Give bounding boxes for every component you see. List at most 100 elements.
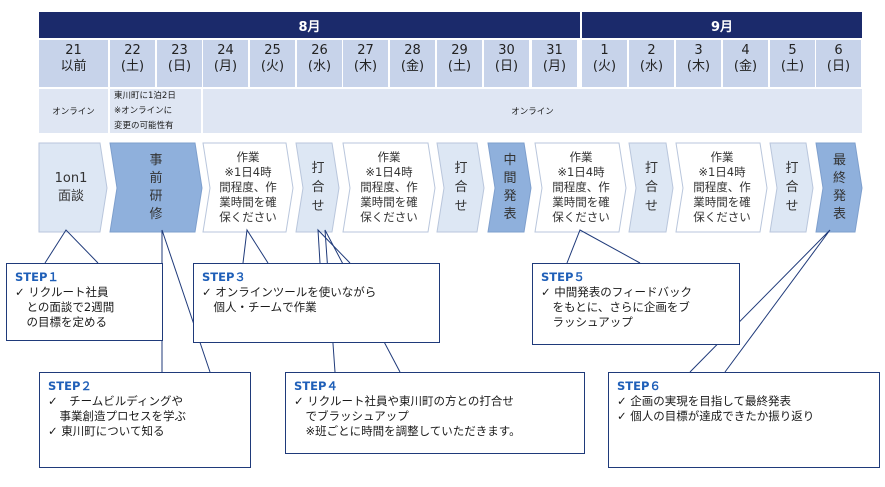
day-number: 24 — [217, 43, 234, 58]
day-number: 6 — [834, 43, 843, 58]
day-cell: 2(水) — [629, 40, 674, 87]
tile-meeting-3-shape — [628, 142, 674, 233]
tile-work-3-shape — [534, 142, 627, 233]
step4-box: STEP４ ✓ リクルート社員や東川町の方との打合せ でブラッシュアップ ※班ご… — [285, 372, 585, 454]
tile-1on1: 1on1 面談 — [54, 170, 88, 204]
tile-work-2-shape — [342, 142, 436, 233]
day-cell: 6(日) — [816, 40, 861, 87]
mode-higashikawa-stay: 東川町に1泊2日 ※オンラインに 変更の可能性有 — [110, 89, 201, 133]
step1-body: ✓ リクルート社員 との面談で2週間 の目標を定める — [15, 285, 115, 329]
callout-step1-pointer — [44, 229, 99, 264]
step1-title: STEP１ — [15, 270, 59, 284]
day-number: 22 — [124, 43, 141, 58]
day-number: 30 — [498, 43, 515, 58]
day-cell: 5(土) — [770, 40, 815, 87]
tile-work-4: 作業 ※1日4時 間程度、作 業時間を確 保ください — [693, 150, 751, 224]
tile-work-1: 作業 ※1日4時 間程度、作 業時間を確 保ください — [219, 150, 277, 224]
day-number: 31 — [546, 43, 563, 58]
day-weekday: (日) — [167, 59, 192, 74]
day-weekday: (水) — [307, 59, 332, 74]
step4-body: ✓ リクルート社員や東川町の方との打合せ でブラッシュアップ ※班ごとに時間を調… — [294, 394, 521, 438]
day-number: 4 — [741, 43, 750, 58]
step2-body: ✓ チームビルディングや 事業創造プロセスを学ぶ ✓ 東川町について知る — [48, 394, 186, 438]
day-cell: 23(日) — [157, 40, 202, 87]
step3-body: ✓ オンラインツールを使いながら 個人・チームで作業 — [202, 285, 377, 314]
tile-meeting-1-shape — [295, 142, 340, 233]
day-weekday: (日) — [826, 59, 851, 74]
step5-body: ✓ 中間発表のフィードバック をもとに、さらに企画をブ ラッシュアップ — [541, 285, 693, 329]
mode-online-first: オンライン — [39, 89, 108, 133]
day-cell: 22(土) — [110, 40, 155, 87]
tile-1on1-shape — [38, 142, 108, 233]
day-weekday: (金) — [733, 59, 758, 74]
mode-online-rest: オンライン — [203, 89, 862, 133]
tile-meeting-1: 打 合 せ — [311, 161, 325, 214]
day-weekday: (月) — [213, 59, 238, 74]
step6-body: ✓ 企画の実現を目指して最終発表 ✓ 個人の目標が達成できたか振り返り — [617, 394, 815, 423]
day-cell: 4(金) — [723, 40, 768, 87]
day-number: 29 — [451, 43, 468, 58]
step5-box: STEP５ ✓ 中間発表のフィードバック をもとに、さらに企画をブ ラッシュアッ… — [532, 263, 740, 345]
step2-title: STEP２ — [48, 379, 92, 393]
tile-pre-training-shape — [109, 142, 203, 233]
month-august: 8月 — [39, 12, 580, 38]
tile-meeting-2: 打 合 せ — [454, 161, 468, 214]
tile-midterm-shape — [487, 142, 532, 233]
day-weekday: 以前 — [60, 59, 87, 74]
callout-step3-pointer — [242, 228, 269, 264]
day-weekday: (土) — [447, 59, 472, 74]
day-cell: 28(金) — [390, 40, 435, 87]
step5-title: STEP５ — [541, 270, 585, 284]
month-september: 9月 — [582, 12, 862, 38]
day-number: 27 — [357, 43, 374, 58]
step6-title: STEP６ — [617, 379, 661, 393]
tile-meeting-4-shape — [769, 142, 814, 233]
step2-box: STEP２ ✓ チームビルディングや 事業創造プロセスを学ぶ ✓ 東川町について… — [39, 372, 251, 468]
day-weekday: (月) — [542, 59, 567, 74]
day-number: 2 — [647, 43, 656, 58]
day-weekday: (土) — [120, 59, 145, 74]
day-cell: 30(日) — [484, 40, 529, 87]
day-number: 1 — [600, 43, 609, 58]
tile-final: 最 終 発 表 — [832, 152, 846, 222]
day-weekday: (金) — [400, 59, 425, 74]
day-weekday: (日) — [494, 59, 519, 74]
tile-work-3: 作業 ※1日4時 間程度、作 業時間を確 保ください — [552, 150, 610, 224]
tile-midterm: 中 間 発 表 — [503, 152, 517, 222]
tile-meeting-4: 打 合 せ — [785, 161, 799, 214]
tile-work-1-shape — [202, 142, 294, 233]
step4-title: STEP４ — [294, 379, 338, 393]
callout-step5-pointer — [566, 229, 641, 264]
day-number: 23 — [171, 43, 188, 58]
day-weekday: (土) — [780, 59, 805, 74]
day-weekday: (火) — [260, 59, 285, 74]
day-number: 5 — [788, 43, 797, 58]
day-cell: 25(火) — [250, 40, 295, 87]
tile-meeting-3: 打 合 せ — [644, 161, 658, 214]
step3-box: STEP３ ✓ オンラインツールを使いながら 個人・チームで作業 — [193, 263, 440, 343]
day-cell: 27(木) — [343, 40, 388, 87]
day-number: 25 — [264, 43, 281, 58]
day-weekday: (火) — [592, 59, 617, 74]
day-weekday: (水) — [639, 59, 664, 74]
day-number: 3 — [694, 43, 703, 58]
day-weekday: (木) — [353, 59, 378, 74]
day-cell: 26(水) — [297, 40, 342, 87]
day-cell: 1(火) — [582, 40, 627, 87]
callout-step3-pointer-b — [317, 228, 351, 264]
day-number: 28 — [404, 43, 421, 58]
day-cell: 29(土) — [437, 40, 482, 87]
step6-box: STEP６ ✓ 企画の実現を目指して最終発表 ✓ 個人の目標が達成できたか振り返… — [608, 372, 880, 468]
tile-work-4-shape — [675, 142, 768, 233]
day-weekday: (木) — [686, 59, 711, 74]
step3-title: STEP３ — [202, 270, 246, 284]
tile-work-2: 作業 ※1日4時 間程度、作 業時間を確 保ください — [360, 150, 418, 224]
tile-pre-training: 事 前 研 修 — [149, 152, 163, 222]
tile-meeting-2-shape — [436, 142, 485, 233]
day-cell: 31(月) — [532, 40, 577, 87]
day-number: 21 — [65, 43, 82, 58]
day-cell: 24(月) — [203, 40, 248, 87]
day-number: 26 — [311, 43, 328, 58]
